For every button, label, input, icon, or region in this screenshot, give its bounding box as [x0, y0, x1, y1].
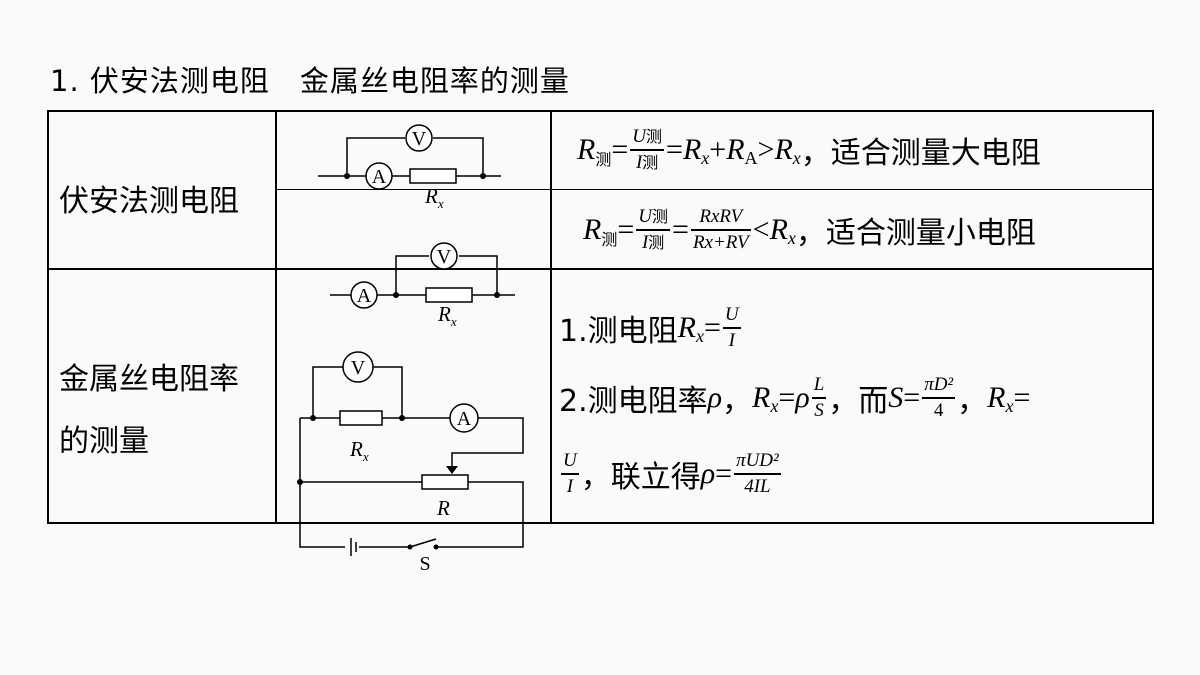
switch-label: S [419, 553, 430, 575]
row-label-resistivity-line2: 的测量 [59, 424, 149, 459]
row-label-voltammetry: 伏安法测电阻 [59, 184, 239, 219]
page-title: 1. 伏安法测电阻 金属丝电阻率的测量 [50, 64, 570, 98]
formula-combined: U I ，联立得 ρ = πUD² 4IL [561, 450, 781, 497]
row-label-resistivity-line1: 金属丝电阻率 [59, 362, 239, 397]
